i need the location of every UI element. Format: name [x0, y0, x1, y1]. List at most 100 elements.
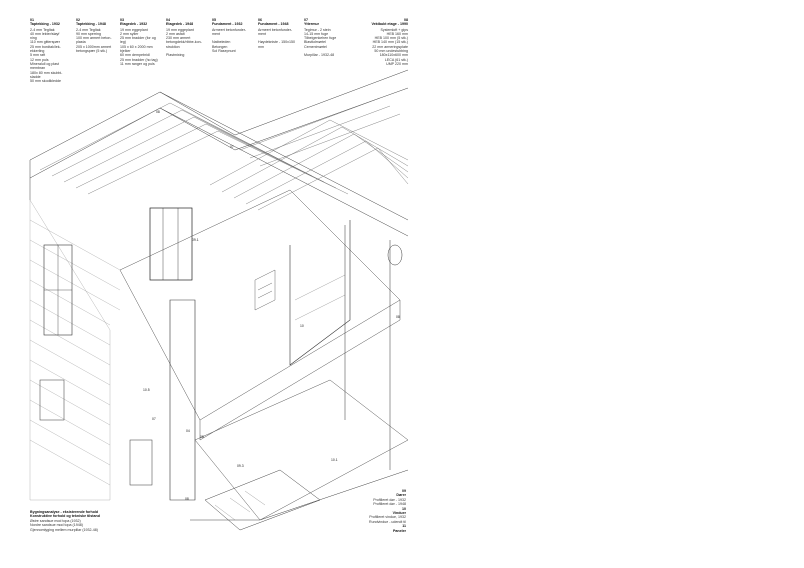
legend-line: Cementmørtel [304, 44, 327, 49]
legend-title: Vinduer [392, 511, 406, 516]
legend-line: 19 mm eggeplant [120, 27, 148, 32]
legend-line: HEB 100 mm (5 stk.) [374, 36, 408, 41]
ground-line [190, 469, 409, 521]
legend-line: Profilleret vindue, 1932 [369, 515, 406, 520]
legend-line: Sol Rasepnunt [212, 49, 236, 54]
legend-line: 230 mm armert [166, 36, 191, 41]
legend-line: Systemloft + gips [380, 27, 408, 32]
legend-line: 100 mm armert beton- [76, 36, 112, 41]
legend-title: Taptekking - 1948 [76, 22, 106, 27]
caption-bottom-left: Bygningsanalyse - eksisterende forhold K… [30, 510, 100, 532]
right-column [344, 225, 391, 470]
legend-line: 5 mm raft [30, 53, 46, 58]
callout-label: 07 [152, 417, 156, 421]
callout-label: 04 [186, 429, 190, 433]
legend-number: 10 [402, 506, 406, 511]
legend-line: membran [30, 66, 46, 71]
roof-slope-right [159, 69, 409, 136]
legend-line: 50 mm undestubbing [374, 49, 408, 54]
legend-title: Etagedek - 1932 [120, 22, 148, 27]
legend-number: 11 [402, 524, 406, 529]
callout-label: 09.3 [237, 464, 244, 468]
legend-line: ment [212, 31, 220, 36]
legend-line: Natbeleden [212, 40, 231, 45]
legend-line: UMP 220 mm [386, 61, 408, 66]
legend-line: 180x 80 mm skubbi- [30, 70, 63, 75]
legend-line: Teglmur - 2 stein [304, 27, 331, 32]
legend-number: 06 [258, 18, 262, 22]
legend-line: ekkerling [30, 49, 45, 54]
legend-line: mm [258, 44, 264, 49]
legend-line: 2 mm syller [120, 31, 139, 36]
legend-line: Armeert betonfunder- [212, 27, 247, 32]
legend-line: 205 x 1000mm armert [76, 44, 112, 49]
legend-number: 03 [120, 18, 124, 22]
legend-line: HEB 160 mm [386, 31, 408, 36]
legend-line: 2-4 mm Tegltak [30, 27, 55, 32]
legend-line: bjelker [120, 49, 131, 54]
legend-col-08: 08 Vektbukt etage - 1990 Systemloft + gi… [332, 18, 408, 66]
legend-line: Profilleret dør - 1932 [373, 497, 406, 502]
legend-line: 50 mm skodikledde [30, 79, 61, 84]
legend-line: Profilleret dør - 1948 [373, 502, 406, 507]
roof-ridge [29, 91, 409, 221]
round-element [387, 244, 403, 266]
legend-title: Vektbukt etage - 1990 [371, 22, 408, 27]
legend-line: Plastmixing [166, 53, 185, 58]
legend-line: betongdekk/ribbe-kon- [166, 40, 202, 45]
staircase [254, 269, 276, 311]
caption-line: Nordre sandsue mod topa (1948) [30, 523, 83, 528]
brick-wall-left [29, 199, 121, 501]
callout-label: 09.1 [192, 238, 199, 242]
legend-line: betongspær (5 stk.) [76, 49, 108, 54]
legend-line: ning [30, 36, 37, 41]
legend-number: 07 [304, 18, 308, 22]
legend-line: 12 mm puls [30, 57, 49, 62]
window-left-lower [39, 379, 65, 421]
legend-line: sladde [30, 74, 41, 79]
legend-line: 2-4 mm Tegltak [76, 27, 101, 32]
caption-title-1: Bygningsanalyse - eksisterende forhold [30, 510, 99, 514]
legend-line: plasta [76, 40, 86, 45]
caption-title-2: Konstruktive forhold og tekniske tilstan… [30, 514, 100, 519]
legend-line: LECA (61 stk.) [384, 57, 408, 62]
legend-line: 11 mm ranger og puls [120, 61, 155, 66]
legend-line: Blastkdmørtel [304, 40, 326, 45]
legend-title: Fundament - 1948 [258, 22, 289, 27]
caption-line: Østre sandsue mod topa (1932) [30, 518, 81, 523]
central-column [169, 299, 196, 501]
foundation [194, 379, 409, 521]
callout-label: 07 [230, 145, 234, 149]
legend-line: 14-15 mm fuge [304, 31, 329, 36]
legend-line: 60 mm dempebridl [120, 53, 150, 58]
legend-number: 08 [404, 18, 408, 22]
legend-line: 25 mm bradder (ho tag) [120, 57, 158, 62]
legend-line: Murpillar - 1932-48 [304, 53, 335, 58]
legend-title: Fundament - 1932 [212, 22, 243, 27]
callout-label: 10.5 [143, 388, 150, 392]
callout-label: 10 [300, 324, 304, 328]
legend-number: 09 [402, 489, 406, 493]
floor-slab [119, 189, 401, 421]
callout-label: 08 [156, 110, 160, 114]
window-left-bottom [129, 439, 153, 486]
legend-line: 22 mm armeringsplate [372, 44, 408, 49]
door-upper [149, 207, 193, 281]
callout-label: 08 [185, 497, 189, 501]
callout-label: 10.1 [331, 458, 338, 462]
legend-number: 01 [30, 18, 34, 22]
callout-label: 08 [200, 435, 204, 439]
legend-line: Mineralull og plast [30, 61, 59, 66]
right-wall [289, 220, 351, 366]
legend-line: 25 mm bradder (for og [120, 36, 156, 41]
legend-title: Taptekking - 1932 [30, 22, 60, 27]
legend-line: struktion [166, 44, 180, 49]
caption-line: Gjennomlyging mellem murpillar (1932-48) [30, 527, 98, 532]
